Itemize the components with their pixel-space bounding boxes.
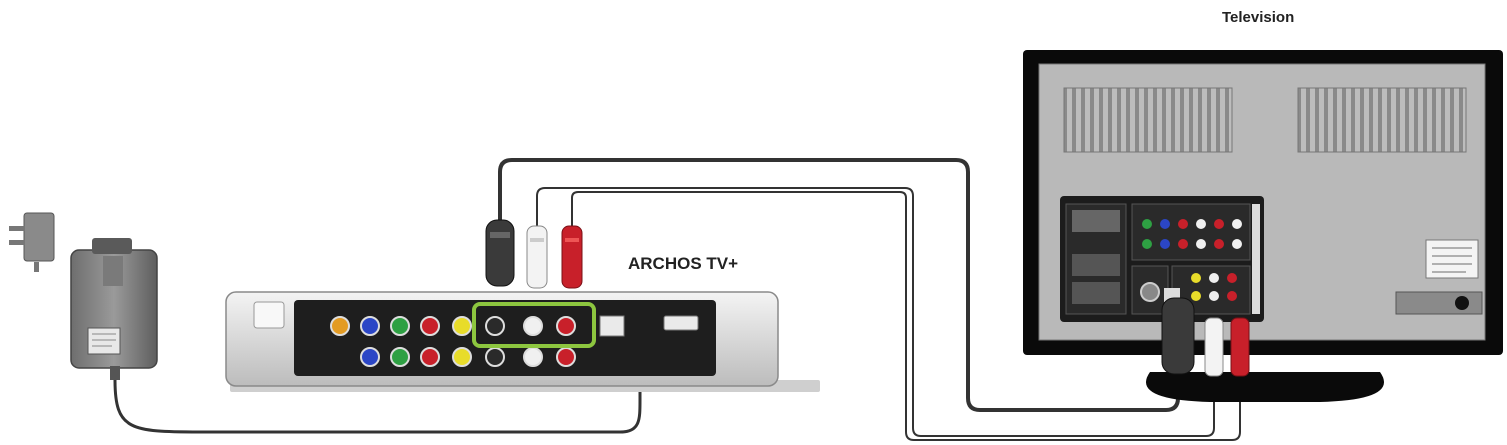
video-connector-device (485, 219, 515, 287)
jack-row-bottom (360, 347, 576, 367)
power-adapter-icon (70, 238, 158, 380)
power-cable (113, 370, 642, 434)
tv-label: Television (1222, 9, 1295, 26)
ethernet-port (599, 315, 625, 337)
hdmi-port (663, 315, 699, 331)
tv-vent-left (1063, 87, 1233, 153)
audio-cable-red (571, 191, 1241, 441)
archos-tv-device (225, 291, 820, 392)
tv-power-socket (1395, 291, 1483, 315)
audio-cable-white (536, 187, 1215, 437)
white-connector-tv (1204, 317, 1224, 377)
device-label: ARCHOS TV+ (628, 254, 739, 273)
television (1023, 50, 1503, 402)
tv-vent-right (1297, 87, 1467, 153)
white-connector-device (526, 225, 548, 289)
jack-row-top (330, 316, 576, 336)
red-connector-tv (1230, 317, 1250, 377)
video-connector-tv (1161, 297, 1195, 375)
ac-plug-icon (9, 212, 55, 272)
red-connector-device (561, 225, 583, 289)
video-cable (498, 158, 1180, 412)
highlight-output-jacks (472, 302, 596, 348)
tv-input-panel (1060, 196, 1264, 322)
